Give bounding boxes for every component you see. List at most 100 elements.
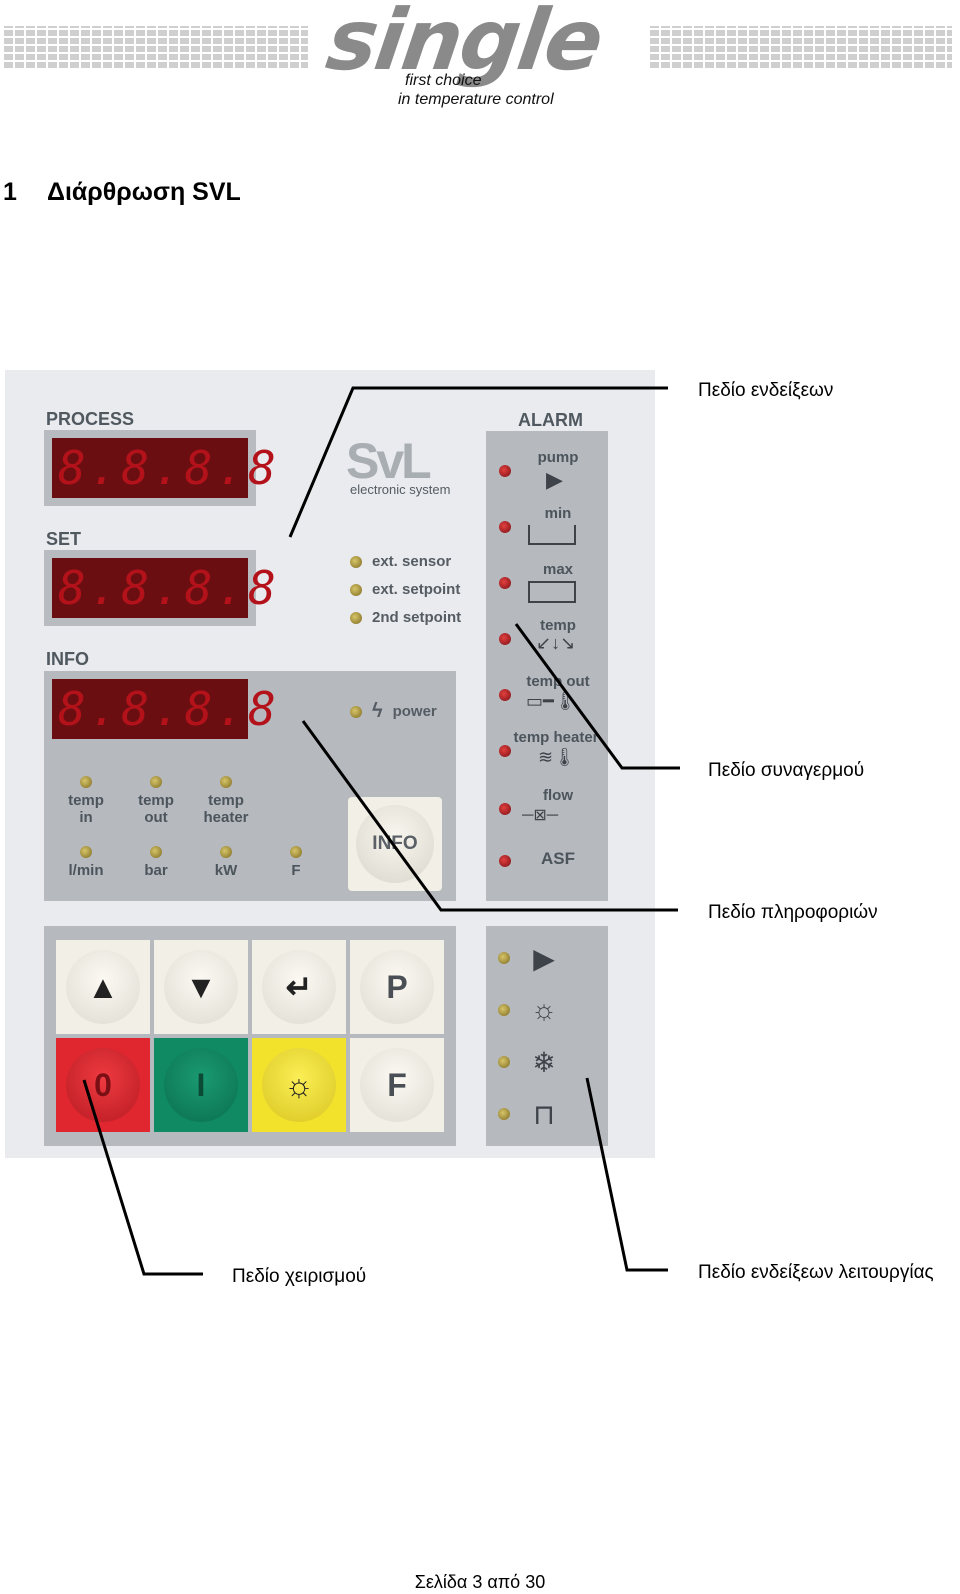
down-arrow-icon: ▼	[164, 950, 238, 1024]
unit-label: kW	[214, 862, 238, 879]
set-led-digits: 8.8.8.8	[52, 558, 276, 618]
pump-icon: ▶	[546, 467, 563, 492]
power-indicator: ϟ power	[350, 700, 437, 723]
alarm-lamp	[499, 855, 511, 867]
indicator-lamp	[350, 555, 362, 568]
alarm-lamp	[499, 465, 511, 477]
unit-label: l/min	[68, 862, 104, 879]
heater-icon: ≋🌡	[538, 747, 576, 767]
callout-line-alarm	[514, 623, 680, 770]
info-button[interactable]: INFO	[348, 797, 442, 891]
indicator-2nd-setpoint: 2nd setpoint	[350, 609, 461, 626]
status-valve: ⊓	[486, 1094, 608, 1134]
alarm-lamp	[499, 689, 511, 701]
info-label: INFO	[46, 649, 89, 669]
svl-subtitle: electronic system	[350, 482, 451, 497]
control-field: ▲ ▼ ↵ P 0 I ☼ F	[44, 926, 456, 1146]
alarm-label-text: pump	[537, 449, 579, 466]
unit-label: heater	[203, 809, 249, 826]
unit-lamp	[150, 846, 162, 858]
unit-lamp	[80, 776, 92, 788]
unit-label: F	[291, 862, 301, 879]
callout-line-info	[301, 720, 678, 912]
unit-f: F	[266, 846, 326, 879]
callout-display-field: Πεδίο ενδείξεων	[698, 380, 834, 401]
cooling-icon: ❄	[532, 1046, 556, 1078]
unit-lmin: l/min	[56, 846, 116, 879]
pump-icon: ▶	[533, 942, 555, 974]
indicator-lamp	[350, 583, 362, 596]
unit-kw: kW	[196, 846, 256, 879]
heating-button[interactable]: ☼	[252, 1038, 346, 1132]
alarm-label-text: min	[544, 505, 572, 522]
indicator-label: ext. sensor	[372, 553, 452, 570]
callout-line-status	[585, 1077, 668, 1272]
page-number: Σελίδα 3 από 30	[414, 1572, 546, 1592]
set-label: SET	[46, 529, 82, 549]
unit-bar: bar	[126, 846, 186, 879]
on-button[interactable]: I	[154, 1038, 248, 1132]
enter-button[interactable]: ↵	[252, 940, 346, 1034]
power-label: power	[392, 703, 437, 720]
heating-icon: ☼	[531, 994, 557, 1025]
unit-label: temp	[208, 792, 244, 809]
alarm-lamp	[499, 577, 511, 589]
callout-alarm-field: Πεδίο συναγερμού	[708, 760, 865, 781]
down-button[interactable]: ▼	[154, 940, 248, 1034]
callout-line-display	[288, 386, 668, 538]
indicator-lamp	[350, 611, 362, 624]
unit-label: out	[144, 809, 168, 826]
sun-icon: ☼	[262, 1048, 336, 1122]
valve-icon: ⊓	[533, 1098, 555, 1130]
off-button[interactable]: 0	[56, 1038, 150, 1132]
section-title: Διάρθρωση SVL	[47, 178, 241, 206]
alarm-lamp	[499, 803, 511, 815]
function-button[interactable]: F	[350, 1038, 444, 1132]
svl-logo: SvL	[346, 433, 432, 489]
unit-lamp	[220, 776, 232, 788]
info-led-digits: 8.8.8.8	[52, 679, 276, 739]
tank-max-icon	[528, 581, 576, 603]
indicator-ext-setpoint: ext. setpoint	[350, 581, 460, 598]
status-lamp	[498, 1108, 510, 1120]
callout-status-field: Πεδίο ενδείξεων λειτουργίας	[698, 1262, 934, 1283]
unit-label: bar	[144, 862, 168, 879]
indicator-ext-sensor: ext. sensor	[350, 553, 451, 570]
alarm-label-text: flow	[543, 787, 573, 804]
status-lamp	[498, 952, 510, 964]
status-lamp	[498, 1004, 510, 1016]
up-arrow-icon: ▲	[66, 950, 140, 1024]
alarm-label-text: ASF	[541, 849, 575, 868]
logo-tagline-2: in temperature control	[398, 91, 554, 108]
unit-lamp	[150, 776, 162, 788]
header-pattern-right	[650, 26, 952, 68]
status-heating: ☼	[486, 990, 608, 1030]
up-button[interactable]: ▲	[56, 940, 150, 1034]
indicator-label: ext. setpoint	[372, 581, 461, 598]
program-button[interactable]: P	[350, 940, 444, 1034]
process-label: PROCESS	[46, 409, 135, 429]
indicator-label: 2nd setpoint	[372, 609, 462, 626]
alarm-lamp	[499, 521, 511, 533]
alarm-label-text: max	[542, 561, 574, 578]
info-button-label: INFO	[356, 805, 434, 883]
status-lamp	[498, 1056, 510, 1068]
alarm-label: ALARM	[518, 410, 583, 430]
unit-lamp	[80, 846, 92, 858]
alarm-label-text: temp	[540, 617, 576, 634]
unit-lamp	[220, 846, 232, 858]
status-pump: ▶	[486, 938, 608, 978]
alarm-lamp	[499, 633, 511, 645]
status-field: ▶ ☼ ❄ ⊓	[486, 926, 608, 1146]
power-lamp	[350, 705, 362, 718]
unit-lamp	[290, 846, 302, 858]
enter-icon: ↵	[262, 950, 336, 1024]
callout-control-field: Πεδίο χειρισμού	[232, 1266, 367, 1287]
logo-tagline-1: first choice	[405, 72, 482, 89]
tank-min-icon	[528, 525, 576, 545]
